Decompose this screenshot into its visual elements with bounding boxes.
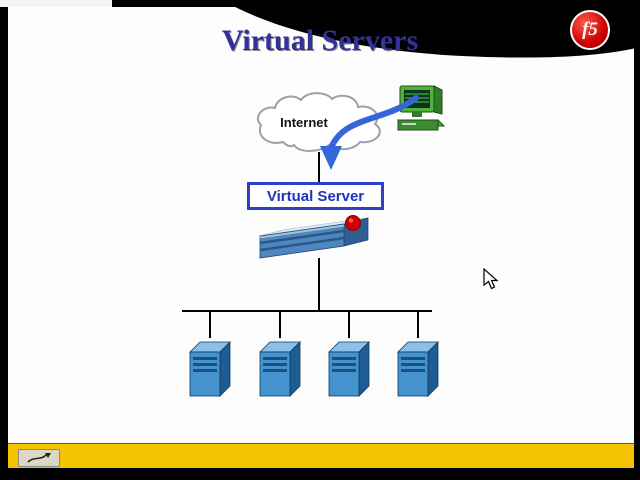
slide-title: Virtual Servers	[221, 24, 419, 57]
server-tower-icon	[189, 341, 231, 397]
cloud-icon	[256, 92, 381, 152]
mouse-cursor-icon	[483, 268, 499, 290]
virtual-server-label: Virtual Server	[266, 187, 365, 205]
virtual-server-box: Virtual Server	[247, 182, 384, 210]
server-tower-icon	[328, 341, 370, 397]
drop-line-2	[279, 310, 281, 338]
appliance-f5-ball	[345, 215, 361, 231]
internet-cloud: Internet	[250, 90, 392, 158]
annotation-toolbar	[8, 443, 634, 469]
pen-icon	[27, 453, 51, 463]
drop-line-3	[348, 310, 350, 338]
video-artifact-strip	[0, 0, 112, 7]
arrow-icon	[320, 95, 419, 170]
connector-cloud-to-vs	[318, 152, 320, 184]
f5-logo: f5	[570, 10, 610, 50]
drop-line-1	[209, 310, 211, 338]
swoosh-decoration	[222, 0, 640, 58]
server-tower-icon	[397, 341, 439, 397]
server-tower-icon	[259, 341, 301, 397]
load-balancer-appliance	[259, 215, 369, 259]
letterbox-bottom	[0, 468, 640, 480]
f5-logo-text: f5	[582, 19, 598, 40]
pen-tool-button[interactable]	[18, 449, 60, 467]
internet-label: Internet	[280, 115, 328, 130]
distribution-line	[182, 310, 432, 312]
drop-line-4	[417, 310, 419, 338]
connector-appliance-down	[318, 258, 320, 311]
